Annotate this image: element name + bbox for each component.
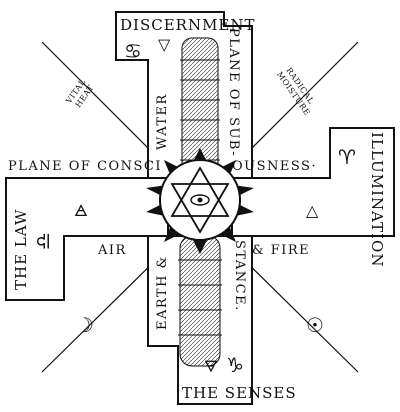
plane-substance-bottom: STANCE. — [232, 240, 247, 312]
earth-triangle-icon: 🜃 — [204, 357, 218, 376]
plane-substance-top: PLANE OF SUB- — [226, 28, 241, 157]
capricorn-icon: ♑ — [226, 353, 244, 377]
aries-icon: ♈ — [338, 145, 356, 169]
water-label: WATER — [155, 93, 170, 150]
radical-moisture-label: RADICAL MOISTURE — [275, 64, 320, 117]
air-label: AIR — [97, 243, 127, 258]
earth-label: EARTH & — [155, 255, 170, 330]
right-banner-label: ILLUMINATION — [368, 132, 386, 267]
fire-triangle-icon: △ — [306, 201, 319, 220]
spine-lower — [179, 235, 221, 367]
bottom-banner-label: THE SENSES — [182, 384, 297, 402]
vital-heat-label: VITAL HEAT — [64, 75, 98, 112]
moon-icon: ☽ — [76, 313, 94, 337]
plane-consciousness-left: PLANE OF CONSCI — [8, 159, 162, 174]
water-triangle-icon: ▽ — [158, 35, 171, 54]
sun-icon: ☉ — [306, 313, 324, 337]
left-banner-label: THE LAW — [12, 209, 30, 290]
libra-icon: ♎ — [31, 232, 55, 250]
central-star — [146, 148, 254, 254]
cancer-icon: ♋ — [124, 39, 142, 63]
air-triangle-icon: 🜁 — [74, 201, 88, 220]
fire-label: & FIRE — [252, 243, 310, 258]
plane-consciousness-right: OUSNESS· — [232, 159, 317, 174]
top-banner-label: DISCERNMENT — [120, 16, 256, 34]
